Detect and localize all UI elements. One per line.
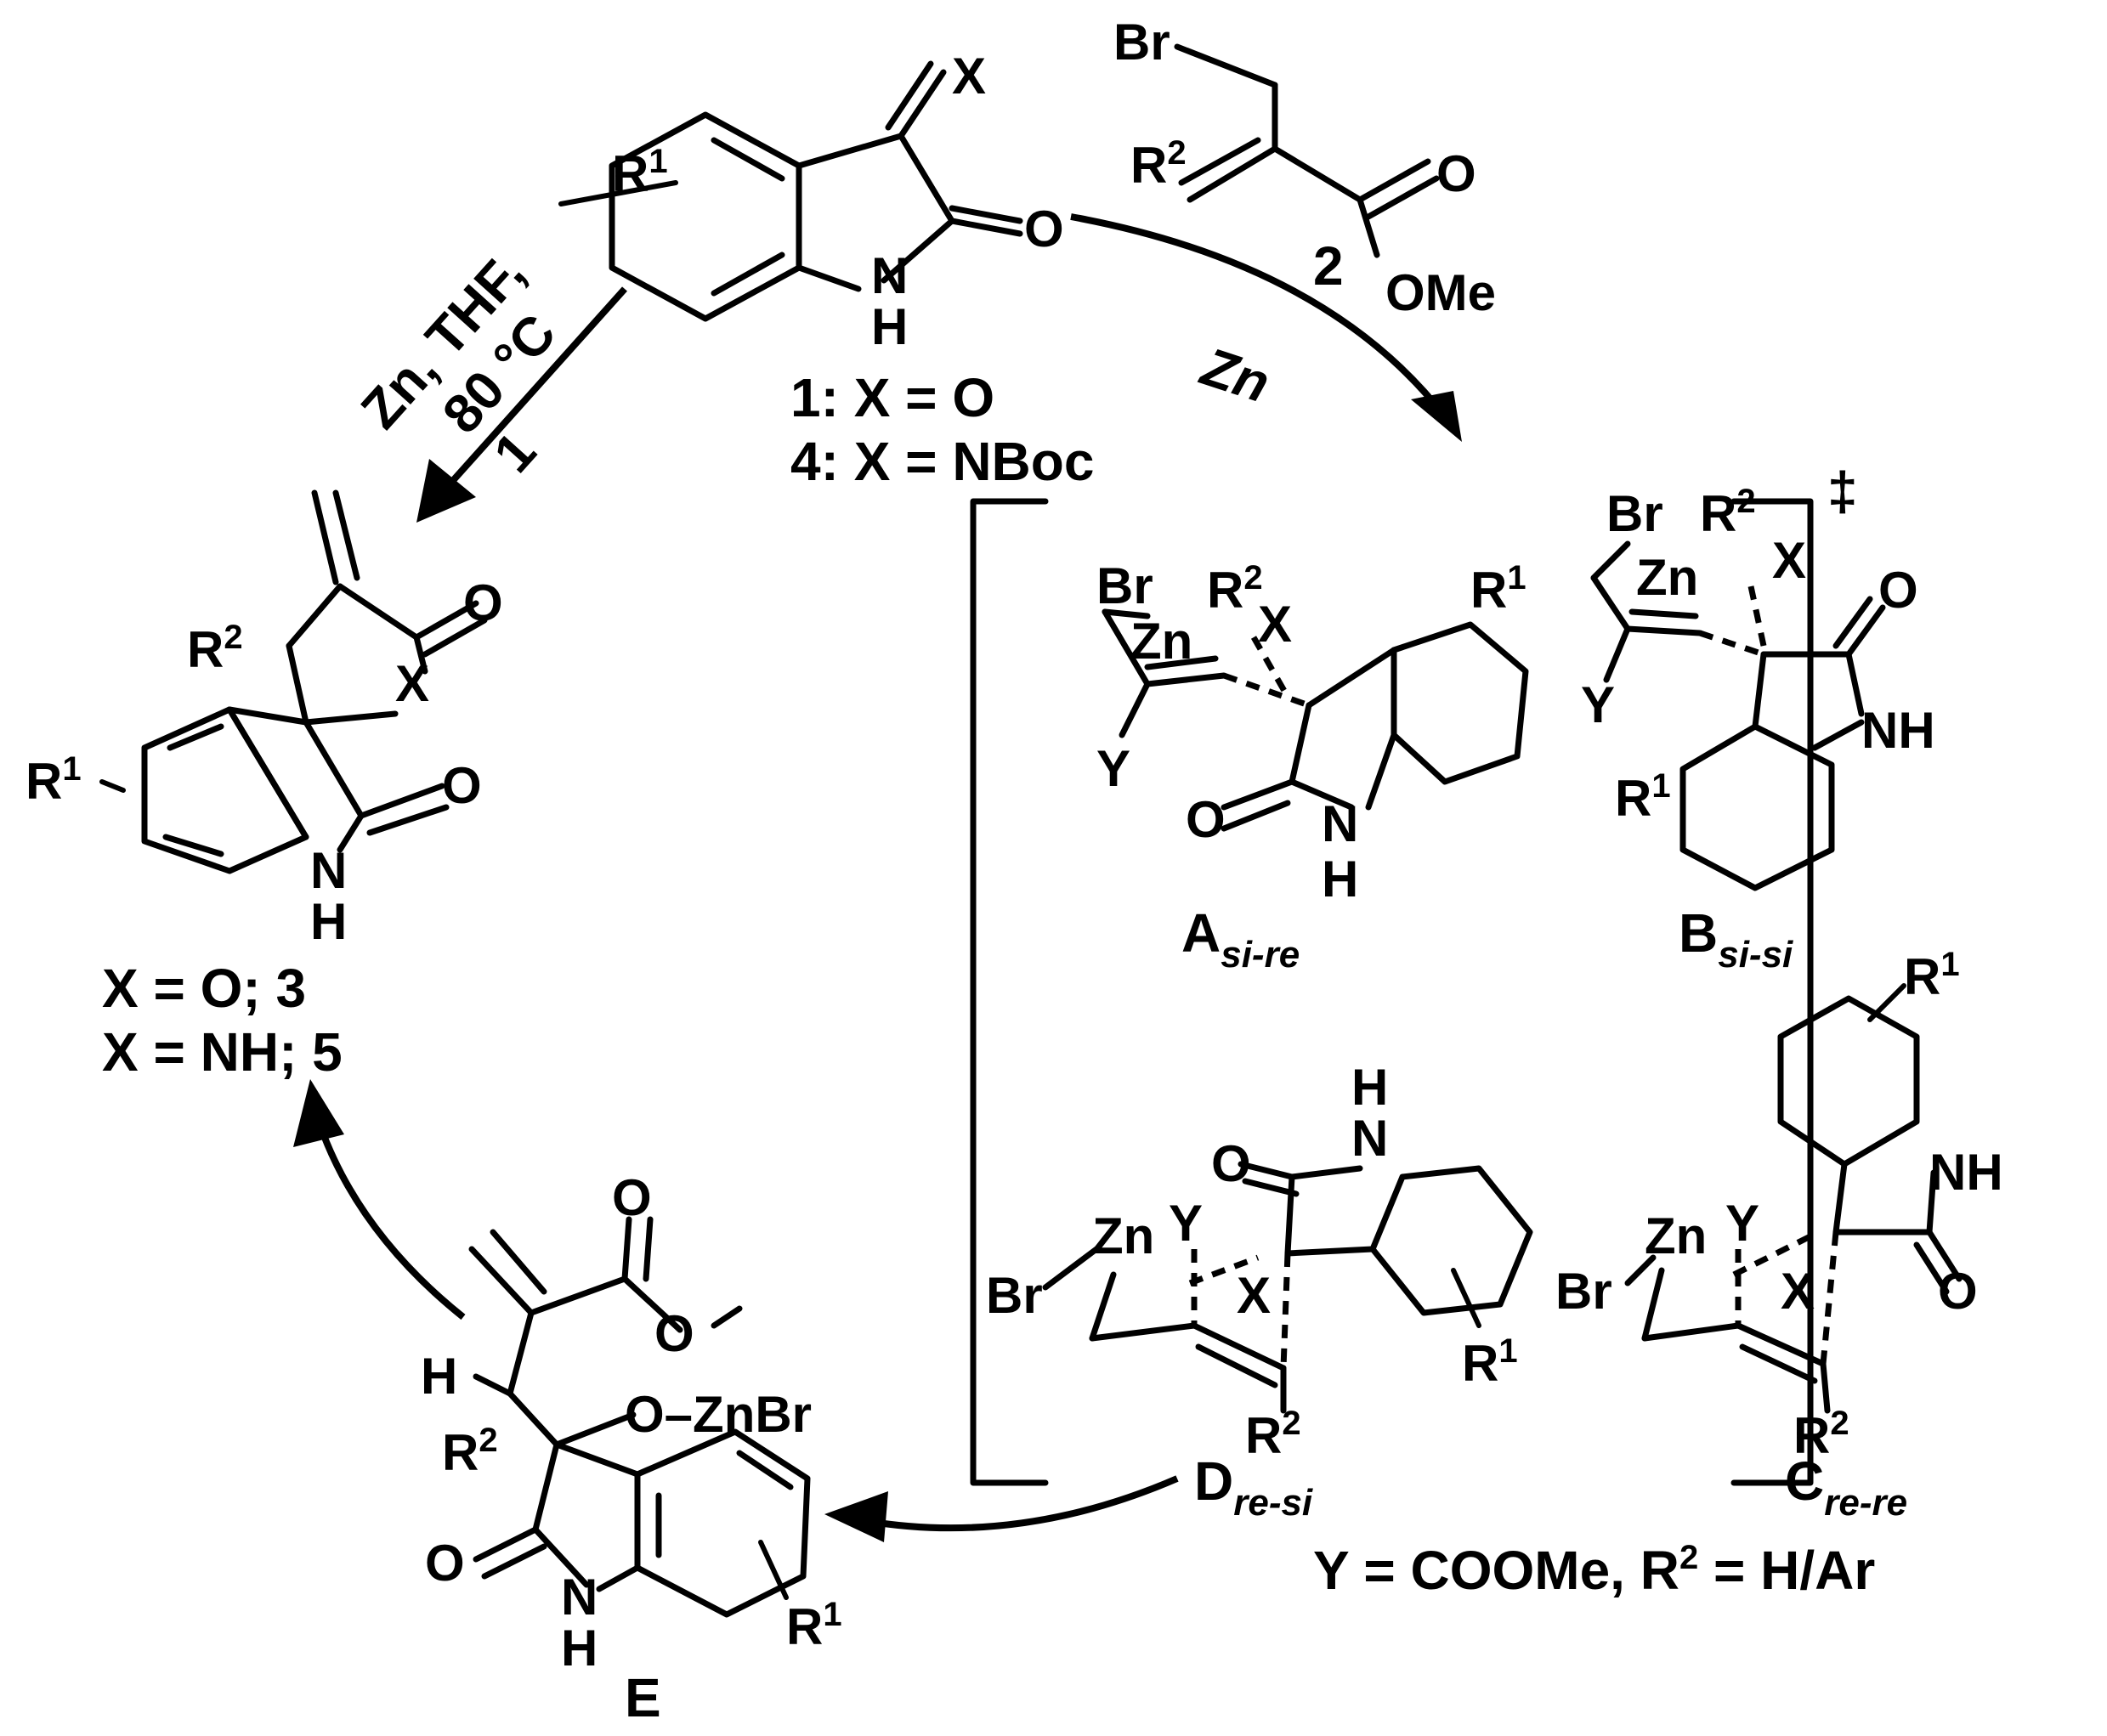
- e-n-label: N: [561, 1569, 598, 1626]
- e-ester-o-label: O: [612, 1169, 652, 1226]
- condition-substrate-number: 1: [482, 421, 547, 484]
- arrowhead-icon: [416, 459, 476, 523]
- a-br-label: Br: [1096, 557, 1153, 614]
- a-r2-label: R2: [1207, 559, 1263, 619]
- b-label: Bsi-si: [1679, 902, 1793, 975]
- c-br-label: Br: [1555, 1263, 1612, 1320]
- c-x-label: X: [1781, 1263, 1815, 1320]
- e-ome-o-label: O: [654, 1305, 694, 1362]
- b-o-label: O: [1878, 562, 1918, 619]
- nh-h-label: H: [871, 298, 908, 355]
- a-n-label: N: [1322, 795, 1358, 852]
- d-h-label: H: [1351, 1059, 1388, 1116]
- a-h-label: H: [1322, 851, 1358, 908]
- d-zn-label: Zn: [1092, 1207, 1154, 1264]
- e-ozn-label: O–ZnBr: [625, 1386, 812, 1443]
- e-r1-label: R1: [786, 1596, 842, 1655]
- d-r2-label: R2: [1245, 1405, 1301, 1464]
- compound-4-label: 4: X = NBoc: [790, 431, 1094, 492]
- compound-2-label: 2: [1313, 235, 1344, 297]
- arrowhead-icon: [824, 1491, 888, 1542]
- transition-state-d: Br Zn Y X O N H R1 R2: [986, 1059, 1533, 1464]
- product-o2-label: O: [442, 757, 482, 814]
- a-y-label: Y: [1096, 740, 1130, 797]
- c-zn-label: Zn: [1645, 1207, 1707, 1264]
- e-label: E: [625, 1667, 661, 1728]
- transition-state-b: Br Zn R2 X Y O NH R1: [1581, 483, 1935, 891]
- d-to-e-arrow: [866, 1475, 1179, 1532]
- product-x-label: X: [395, 655, 429, 712]
- cyclization-arrow: [315, 1120, 466, 1320]
- c-o-label: O: [1938, 1263, 1978, 1320]
- right-bracket: [1730, 498, 1814, 1486]
- allyl-bromide-reagent-2: Br R2 O OMe 2: [1113, 14, 1496, 321]
- c-r2-label: R2: [1793, 1405, 1849, 1464]
- zn-arrow-label: Zn: [1193, 335, 1277, 414]
- d-o-label: O: [1211, 1135, 1251, 1192]
- transition-state-dagger: ‡: [1827, 461, 1858, 522]
- b-br-label: Br: [1606, 485, 1663, 542]
- d-y-label: Y: [1169, 1195, 1203, 1252]
- e-r2-label: R2: [442, 1422, 498, 1481]
- left-bracket: [970, 498, 1049, 1486]
- product-5-label: X = NH; 5: [102, 1021, 343, 1083]
- a-label: Asi-re: [1181, 902, 1300, 975]
- c-y-label: Y: [1725, 1195, 1759, 1252]
- product-r2-label: R2: [187, 619, 243, 678]
- transition-state-c: Br Zn Y X O NH R1 R2: [1555, 946, 2003, 1464]
- c-nh-label: NH: [1929, 1144, 2003, 1201]
- c-label: Cre-re: [1785, 1450, 1907, 1524]
- conditions-arrow: [439, 286, 627, 495]
- arrowhead-icon: [293, 1079, 344, 1147]
- e-o-label: O: [425, 1535, 465, 1592]
- isatin-structure: X R1 O N H: [558, 48, 1064, 355]
- ester-o-label: O: [1436, 145, 1476, 202]
- intermediate-e: O O H R2 O–ZnBr O N H R1: [421, 1169, 842, 1677]
- ome-label: OMe: [1385, 264, 1496, 321]
- b-x-label: X: [1772, 532, 1806, 589]
- product-r1-label: R1: [25, 750, 82, 810]
- br-label: Br: [1113, 14, 1170, 71]
- zn-arrow: [1070, 213, 1448, 419]
- compound-1-label: 1: X = O: [790, 367, 994, 428]
- a-x-label: X: [1258, 596, 1292, 653]
- d-r1-label: R1: [1462, 1332, 1518, 1392]
- r1-label: R1: [612, 143, 668, 202]
- a-r1-label: R1: [1470, 559, 1526, 619]
- b-y-label: Y: [1581, 676, 1615, 733]
- substituent-legend: Y = COOMe, R2 = H/Ar: [1313, 1539, 1875, 1601]
- r2-label: R2: [1130, 134, 1187, 194]
- nh-n-label: N: [871, 247, 908, 304]
- x-substituent-label: X: [952, 48, 986, 105]
- product-o1-label: O: [463, 574, 503, 631]
- product-h-label: H: [310, 893, 347, 950]
- e-nh-h-label: H: [561, 1620, 598, 1677]
- a-o-label: O: [1186, 791, 1226, 848]
- b-r1-label: R1: [1615, 767, 1671, 827]
- arrowhead-icon: [1411, 391, 1462, 442]
- d-n-label: N: [1351, 1110, 1388, 1167]
- product-n-label: N: [310, 842, 347, 899]
- b-nh-label: NH: [1861, 702, 1935, 759]
- a-zn-label: Zn: [1130, 613, 1192, 670]
- carbonyl-o-label: O: [1024, 201, 1064, 257]
- b-zn-label: Zn: [1636, 549, 1698, 606]
- d-x-label: X: [1237, 1267, 1271, 1324]
- d-label: Dre-si: [1194, 1450, 1313, 1524]
- c-r1-label: R1: [1904, 946, 1960, 1005]
- e-h-label: H: [421, 1348, 457, 1405]
- product-3-label: X = O; 3: [102, 958, 306, 1019]
- transition-state-a: Br Zn R2 X Y O N H R1: [1096, 557, 1529, 908]
- d-br-label: Br: [986, 1267, 1043, 1324]
- spiro-product-structure: O R2 X R1 O N H: [25, 489, 503, 950]
- b-r2-label: R2: [1700, 483, 1756, 542]
